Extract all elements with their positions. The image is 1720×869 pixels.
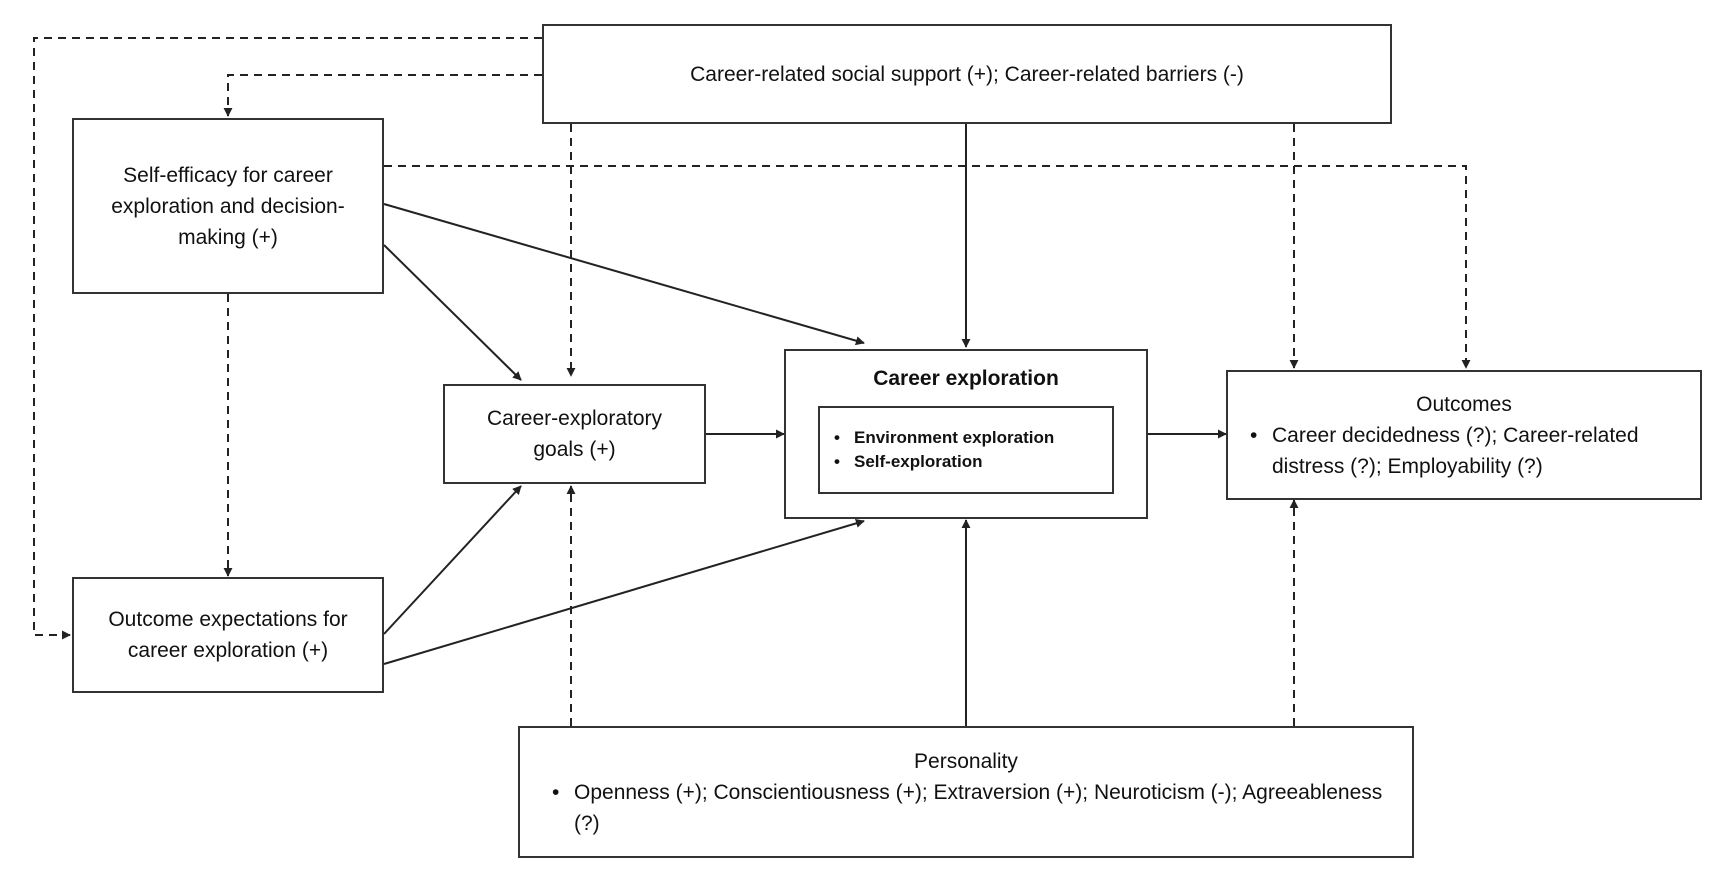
personality-box: Personality Openness (+); Conscientiousn… [518,726,1414,858]
edge-self-efficacy-to-outcomes [384,165,1471,369]
personality-item: Openness (+); Conscientiousness (+); Ext… [546,777,1386,839]
support-barriers-box: Career-related social support (+); Caree… [542,24,1392,124]
outcome-expectations-label: Outcome expectations for career explorat… [108,608,348,662]
edge-self-efficacy-to-goals [383,244,522,381]
career-exploration-dimensions: Environment exploration Self-exploration [818,406,1114,494]
edge-outcome-expectations-to-goals [383,485,522,635]
edge-support-to-self-efficacy [223,74,542,117]
edge-outcome-expectations-to-career-exploration [383,518,865,665]
self-efficacy-label: Self-efficacy for career exploration and… [111,163,345,249]
career-exploration-box: Career exploration Environment explorati… [784,349,1148,519]
goals-label: Career-exploratory goals (+) [486,407,663,461]
dimension-item: Self-exploration [828,450,1054,474]
outcomes-item: Career decidedness (?); Career-related d… [1244,420,1684,482]
dimension-item: Environment exploration [828,426,1054,450]
self-efficacy-box: Self-efficacy for career exploration and… [72,118,384,294]
edge-support-to-outcome-expectations [33,37,542,640]
career-exploration-title: Career exploration [873,367,1059,390]
personality-title: Personality [914,749,1018,773]
outcome-expectations-box: Outcome expectations for career explorat… [72,577,384,693]
outcomes-box: Outcomes Career decidedness (?); Career-… [1226,370,1702,500]
support-barriers-label: Career-related social support (+); Caree… [690,62,1244,86]
goals-box: Career-exploratory goals (+) [443,384,706,484]
edge-self-efficacy-to-career-exploration [383,203,865,346]
outcomes-title: Outcomes [1416,392,1512,416]
